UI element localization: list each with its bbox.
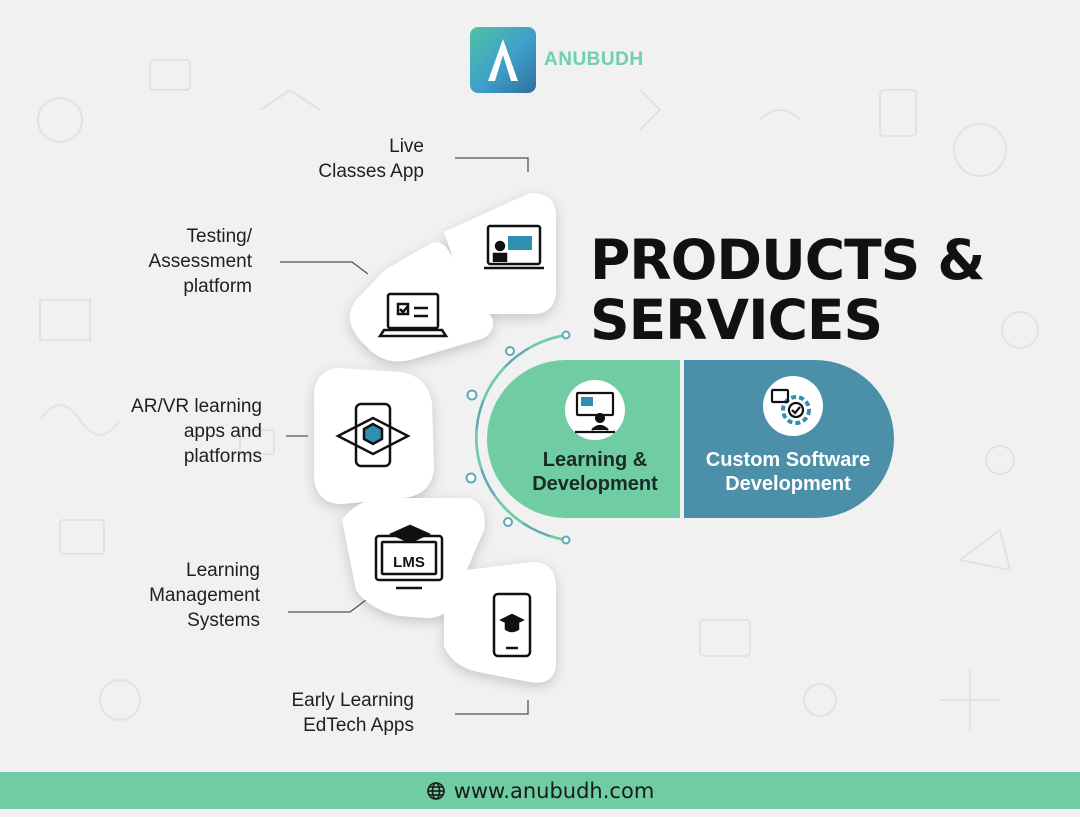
ar-phone-cube-icon (335, 402, 411, 468)
phone-graduation-cap-icon (492, 592, 532, 658)
logo-a-icon (470, 27, 536, 93)
presentation-screen-icon (484, 224, 544, 270)
leader-line-testing (280, 261, 369, 275)
label-lms: Learning Management Systems (149, 560, 260, 631)
title-line-2: SERVICES (590, 288, 883, 352)
label-live-classes: Live Classes App (318, 136, 424, 182)
connector-node (465, 472, 477, 484)
laptop-checklist-icon (377, 292, 449, 338)
tile-testing (349, 242, 493, 362)
leader-line-early-learning (455, 700, 529, 715)
connector-node (503, 517, 513, 527)
gear-check-icon (770, 388, 811, 425)
label-early-learning: Early Learning EdTech Apps (291, 690, 414, 736)
globe-icon (426, 781, 445, 800)
connector-node (505, 346, 515, 356)
page-title: PRODUCTS & SERVICES (590, 228, 985, 352)
footer-bar: www.anubudh.com (0, 772, 1080, 809)
teacher-board-icon (575, 391, 615, 434)
tile-early-learning (444, 562, 556, 683)
title-line-1: PRODUCTS & (590, 228, 985, 292)
leader-line-live-classes (455, 157, 529, 172)
brand-name: ANUBUDH (544, 49, 644, 70)
brand-logo: ANUBUDH (470, 27, 644, 93)
service-pill-learning (487, 360, 680, 518)
connector-node (561, 535, 571, 545)
label-testing: Testing/ Assessment platform (148, 226, 252, 297)
website-link[interactable]: www.anubudh.com (453, 778, 655, 803)
connector-node (466, 389, 478, 401)
lms-monitor-icon: LMS (374, 524, 444, 590)
service-pill-custom-software (684, 360, 894, 518)
service-label-learning: Learning & Development (532, 449, 658, 495)
label-arvr: AR/VR learning apps and platforms (131, 396, 262, 467)
service-label-custom-software: Custom Software Development (705, 449, 871, 495)
leader-line-lms (288, 599, 367, 613)
lms-text: LMS (393, 554, 425, 571)
connector-node (561, 330, 571, 340)
